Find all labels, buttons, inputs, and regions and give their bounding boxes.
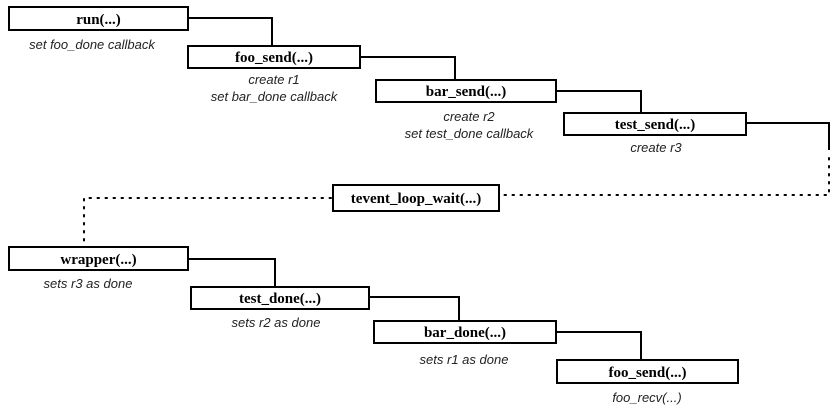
dotted-connector-from-event-loop: [83, 197, 332, 245]
box-foo-send-return: foo_send(...): [556, 359, 739, 384]
box-label-test-send: test_send(...): [615, 117, 695, 133]
note-sets-r3-as-done: sets r3 as done: [44, 276, 133, 291]
connector-test-done-bar-done: [369, 296, 460, 321]
box-label-wrapper: wrapper(...): [60, 252, 136, 268]
dotted-connector-to-event-loop: [500, 157, 830, 196]
box-bar-send: bar_send(...): [375, 79, 557, 103]
box-wrapper: wrapper(...): [8, 246, 189, 271]
box-label-foo-send-return: foo_send(...): [609, 365, 687, 381]
connector-bar-done-foo-send: [556, 331, 642, 360]
box-test-done: test_done(...): [190, 286, 370, 310]
note-create-r3: create r3: [630, 140, 682, 155]
box-test-send: test_send(...): [563, 112, 747, 136]
box-label-run: run(...): [76, 12, 121, 28]
box-label-foo-send: foo_send(...): [235, 50, 313, 66]
connector-foo-send-bar-send: [360, 56, 456, 80]
box-foo-send: foo_send(...): [187, 45, 361, 69]
box-label-tevent-loop-wait: tevent_loop_wait(...): [351, 191, 481, 207]
box-run: run(...): [8, 6, 189, 31]
note-sets-r1-as-done: sets r1 as done: [420, 352, 509, 367]
connector-test-send-tail: [746, 122, 830, 150]
note-foo-recv: foo_recv(...): [612, 390, 681, 405]
note-create-r2: create r2: [443, 109, 495, 124]
note-create-r1: create r1: [248, 72, 299, 87]
box-tevent-loop-wait: tevent_loop_wait(...): [332, 184, 500, 212]
note-set-bar-done-callback: set bar_done callback: [211, 89, 339, 104]
note-set-test-done-callback: set test_done callback: [405, 126, 535, 141]
note-set-foo-done-callback: set foo_done callback: [29, 37, 156, 52]
box-bar-done: bar_done(...): [373, 320, 557, 344]
box-label-test-done: test_done(...): [239, 291, 321, 307]
connector-wrapper-test-done: [188, 258, 276, 287]
note-sets-r2-as-done: sets r2 as done: [232, 315, 321, 330]
box-label-bar-send: bar_send(...): [426, 84, 506, 100]
connector-run-foo-send: [188, 17, 273, 46]
box-label-bar-done: bar_done(...): [424, 325, 506, 341]
connector-bar-send-test-send: [556, 90, 642, 113]
